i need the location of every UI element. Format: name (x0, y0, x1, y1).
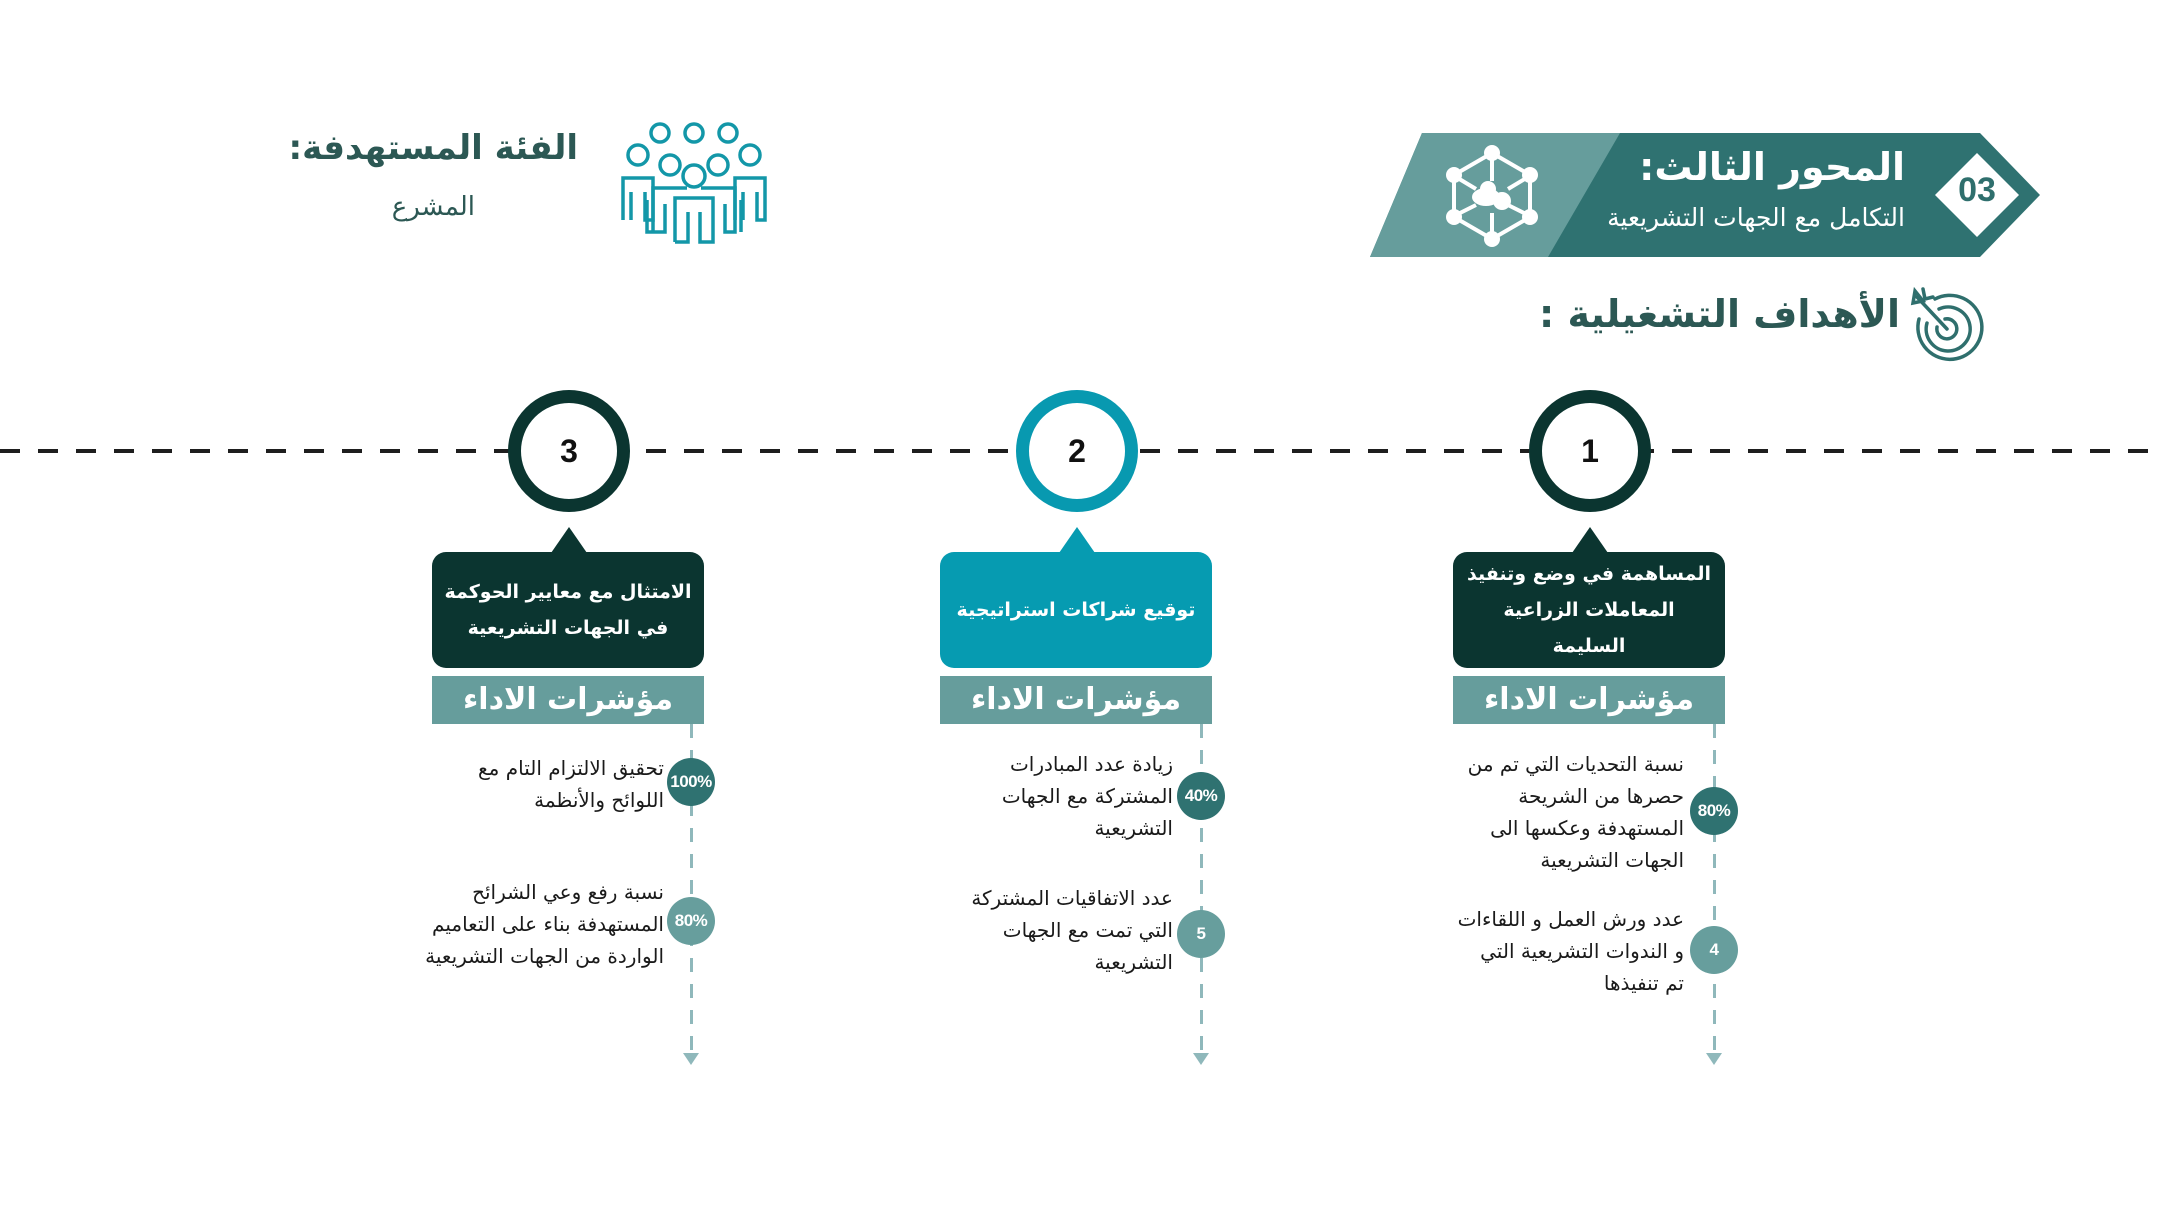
axis-subtitle: التكامل مع الجهات التشريعية (1607, 203, 1905, 232)
goal-3-kpi-2-badge: 80% (667, 897, 715, 945)
goal-3-kpi-1-badge: 100% (667, 758, 715, 806)
goal-1-pointer (1572, 527, 1608, 553)
kpi-line: تم تنفيذها (1603, 971, 1684, 995)
kpi-line: اللوائح والأنظمة (534, 788, 664, 812)
kpi-line: التشريعية (1094, 816, 1173, 840)
goal-1-title-line-1: المساهمة في وضع وتنفيذ (1466, 563, 1712, 585)
goal-2-kpi-1-badge: 40% (1177, 772, 1225, 820)
axis-title: المحور الثالث: (1639, 145, 1905, 189)
kpi-line: المستهدفة بناء على التعاميم (432, 912, 664, 936)
goal-2-pointer (1059, 527, 1095, 553)
target-group-value: المشرع (391, 192, 475, 222)
goal-3-box: الامتثال مع معايير الحوكمة في الجهات الت… (432, 552, 704, 668)
goal-1-number: 1 (1581, 432, 1599, 469)
goal-3-title-line-2: في الجهات التشريعية (467, 617, 669, 639)
goals-heading: الأهداف التشغيلية : (1539, 292, 1900, 336)
kpi-line: الواردة من الجهات التشريعية (425, 944, 664, 968)
kpi-line: الجهات التشريعية (1540, 848, 1684, 872)
people-group-icon (621, 122, 767, 244)
goal-3-kpi-2-text: نسبة رفع وعي الشرائح المستهدفة بناء على … (425, 876, 664, 972)
goal-1-kpi-1-text: نسبة التحديات التي تم من حصرها من الشريح… (1468, 748, 1684, 876)
goal-2-kpi-header: مؤشرات الاداء (940, 676, 1212, 724)
goal-3-step-circle: 3 (508, 390, 630, 512)
goal-2-kpi-line (1200, 724, 1203, 1056)
goal-3-kpi-1-text: تحقيق الالتزام التام مع اللوائح والأنظمة (478, 752, 664, 816)
goal-1-kpi-2-text: عدد ورش العمل و اللقاءات و الندوات التشر… (1458, 903, 1684, 999)
goal-1-kpi-2-badge: 4 (1690, 926, 1738, 974)
goal-1-step-circle: 1 (1529, 390, 1651, 512)
goal-2-kpi-2-text: عدد الاتفاقيات المشتركة التي تمت مع الجه… (971, 882, 1173, 978)
axis-banner: المحور الثالث: التكامل مع الجهات التشريع… (1370, 133, 2040, 257)
kpi-line: و الندوات التشريعية التي (1480, 939, 1684, 963)
goal-2-title-line-1: توقيع شراكات استراتيجية (956, 599, 1196, 621)
goal-3-kpi-header: مؤشرات الاداء (432, 676, 704, 724)
network-cloud-gear-icon (1446, 145, 1538, 247)
axis-number: 03 (1958, 171, 1996, 209)
goal-1-title-line-2: المعاملات الزراعية السليمة (1503, 599, 1675, 657)
goal-1-kpi-line (1713, 724, 1716, 1056)
goal-2-number: 2 (1068, 432, 1086, 469)
kpi-line: نسبة التحديات التي تم من (1467, 752, 1684, 776)
goal-1-kpi-1-badge: 80% (1690, 787, 1738, 835)
kpi-line: عدد الاتفاقيات المشتركة (971, 886, 1173, 910)
kpi-line: المشتركة مع الجهات (1001, 784, 1173, 808)
target-group-title: الفئة المستهدفة: (288, 128, 578, 168)
kpi-line: حصرها من الشريحة (1518, 784, 1684, 808)
goal-3-number: 3 (560, 432, 578, 469)
target-arrow-icon (1910, 286, 1984, 362)
goal-2-arrow-down-icon (1193, 1053, 1209, 1065)
kpi-line: زيادة عدد المبادرات (1009, 752, 1173, 776)
goal-3-arrow-down-icon (683, 1053, 699, 1065)
goal-1-kpi-header: مؤشرات الاداء (1453, 676, 1725, 724)
kpi-line: التي تمت مع الجهات (1002, 918, 1173, 942)
goal-2-box: توقيع شراكات استراتيجية (940, 552, 1212, 668)
goal-2-kpi-2-badge: 5 (1177, 910, 1225, 958)
goal-2-step-circle: 2 (1016, 390, 1138, 512)
kpi-line: التشريعية (1094, 950, 1173, 974)
goal-3-pointer (551, 527, 587, 553)
goal-1-box: المساهمة في وضع وتنفيذ المعاملات الزراعي… (1453, 552, 1725, 668)
goal-1-arrow-down-icon (1706, 1053, 1722, 1065)
goal-2-kpi-1-text: زيادة عدد المبادرات المشتركة مع الجهات ا… (1002, 748, 1173, 844)
goal-3-title-line-1: الامتثال مع معايير الحوكمة (444, 581, 692, 603)
goal-3-kpi-line (690, 724, 693, 1056)
kpi-line: تحقيق الالتزام التام مع (478, 756, 664, 780)
kpi-line: عدد ورش العمل و اللقاءات (1457, 907, 1684, 931)
kpi-line: نسبة رفع وعي الشرائح (472, 880, 664, 904)
kpi-line: المستهدفة وعكسها الى (1490, 816, 1684, 840)
